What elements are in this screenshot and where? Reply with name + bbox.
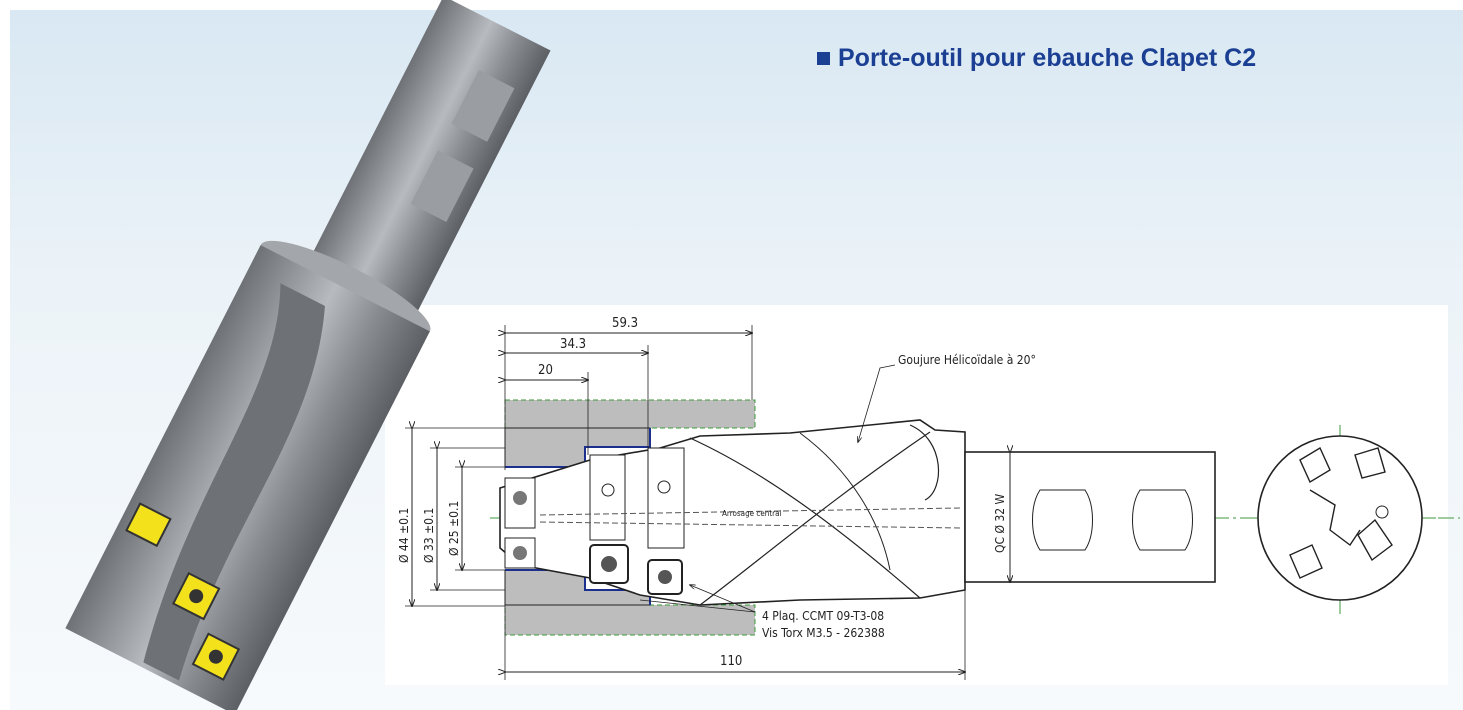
tool-3d-render [65, 0, 551, 710]
helical-flute-3 [699, 431, 931, 606]
dim-110-text: 110 [720, 654, 742, 669]
coolant-line-1 [539, 507, 961, 516]
flute-label: Goujure Hélicoïdale à 20° [898, 353, 1036, 367]
insert-3-screw [513, 491, 527, 505]
dia33-text: Ø 33 ±0.1 [422, 508, 436, 563]
insert-1-screw [601, 556, 617, 572]
helical-flute-1 [689, 437, 921, 599]
page-title: Porte-outil pour ebauche Clapet C2 [817, 44, 1256, 73]
leader-inserts [690, 585, 756, 613]
dim-59-text: 59.3 [612, 316, 638, 331]
dia44-text: Ø 44 ±0.1 [397, 508, 411, 563]
screw-2 [657, 480, 671, 494]
tool-shank-flat2-3d [410, 150, 474, 222]
helical-flute-2 [799, 432, 891, 571]
tool-shank-flat-3d [451, 70, 515, 142]
square-bullet-icon [817, 52, 830, 65]
dia25-text: Ø 25 ±0.1 [447, 501, 461, 556]
inserts-label-2: Vis Torx M3.5 - 262388 [762, 626, 885, 640]
insert-4-screw [513, 546, 527, 560]
shank-flat-1 [1032, 489, 1093, 551]
workpiece-section-bottom [504, 604, 756, 636]
dim-20-text: 20 [538, 363, 553, 378]
shank-flat-2 [1132, 489, 1193, 551]
leader-flute [858, 364, 896, 442]
insert-pocket-1 [589, 454, 626, 541]
end-view-chipbreak [1309, 489, 1361, 547]
workpiece-section-top [504, 399, 756, 429]
flute-end [909, 424, 940, 501]
coolant-label: Arrosage central [722, 509, 782, 518]
end-view-body [1257, 435, 1423, 601]
screw-1 [601, 483, 615, 497]
title-text: Porte-outil pour ebauche Clapet C2 [838, 44, 1257, 72]
shank-dia-text: QC Ø 32 W [993, 493, 1007, 553]
end-view-hole [1375, 505, 1389, 519]
insert-2-screw [658, 570, 672, 584]
coolant-line-2 [539, 521, 961, 529]
insert-pocket-2 [647, 447, 685, 549]
inserts-label-1: 4 Plaq. CCMT 09-T3-08 [762, 609, 884, 623]
insert-3d-screw-3 [208, 649, 223, 664]
leader-inserts-2 [639, 599, 756, 613]
dim-34-text: 34.3 [560, 337, 586, 352]
insert-3d-1 [125, 502, 172, 548]
insert-3d-screw-2 [189, 589, 204, 604]
end-view-insert-1 [1289, 446, 1393, 579]
